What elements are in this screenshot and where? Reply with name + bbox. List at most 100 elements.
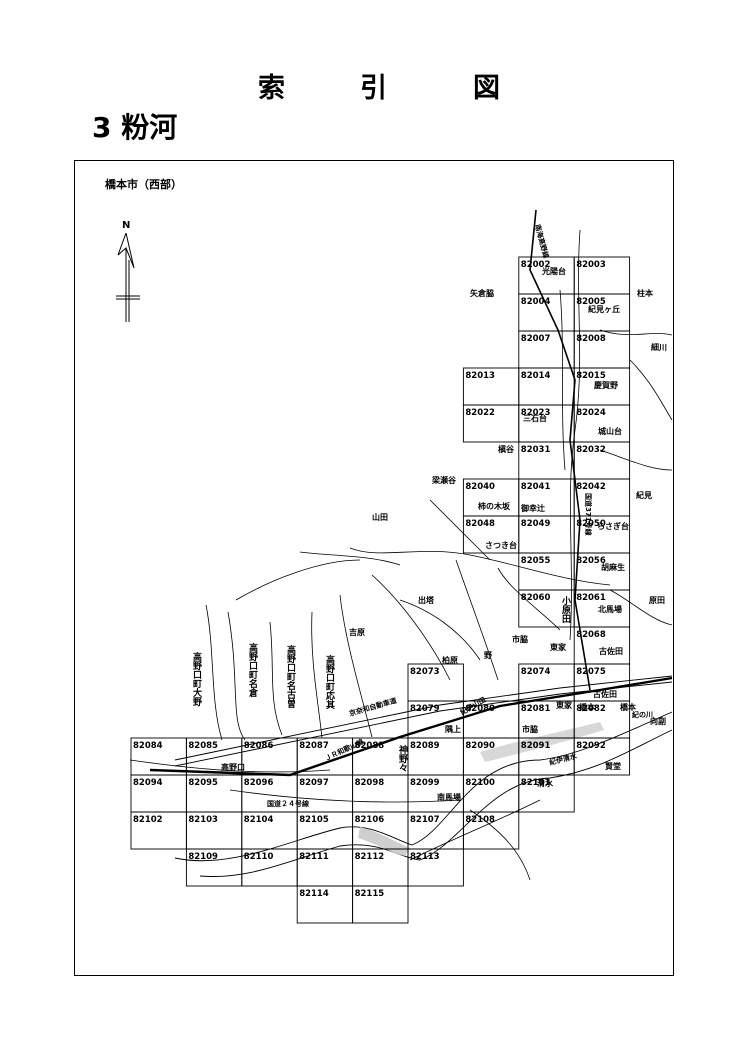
tile-code: 82080 (465, 704, 495, 714)
map-tile-82092[interactable]: 82092 (573, 737, 631, 776)
map-tile-82003[interactable]: 82003 (573, 256, 631, 295)
line-label: 国道371号線 (584, 493, 593, 536)
vertical-place-label: 高野口町名古曽 (285, 644, 296, 709)
kinokawa-river (174, 711, 673, 877)
tile-code: 82003 (576, 260, 606, 270)
tile-code: 82105 (299, 815, 329, 825)
map-tile-82032[interactable]: 82032 (573, 441, 631, 480)
place-label: 市脇 (512, 634, 528, 644)
tile-code: 82084 (133, 741, 163, 751)
tile-code: 82088 (355, 741, 385, 751)
tile-box (352, 885, 409, 924)
map-tile-82086[interactable]: 82086 (241, 737, 298, 776)
place-label: 柱本 (637, 288, 653, 298)
place-label: 山田 (372, 512, 388, 522)
place-label: 三石台 (523, 413, 547, 423)
tile-code: 82075 (576, 667, 606, 677)
tile-code: 82022 (465, 408, 495, 418)
map-tile-82014[interactable]: 82014 (518, 367, 575, 406)
place-label: らさぎ台 (597, 521, 629, 531)
map-tile-82022[interactable]: 82022 (462, 404, 520, 443)
map-tile-82023[interactable]: 82023 (518, 404, 575, 443)
map-tile-82105[interactable]: 82105 (296, 811, 354, 850)
map-tile-82098[interactable]: 82098 (352, 774, 409, 813)
map-tile-82102[interactable]: 82102 (130, 811, 187, 850)
place-label: 東家 (550, 642, 567, 652)
map-tile-82008[interactable]: 82008 (573, 330, 631, 369)
map-tile-82108[interactable]: 82108 (462, 811, 520, 850)
tile-code: 82007 (521, 334, 551, 344)
map-tile-82049[interactable]: 82049 (518, 515, 575, 554)
north-arrow-icon: N (116, 220, 140, 322)
map-tile-82004[interactable]: 82004 (518, 293, 575, 332)
place-label: 出塔 (418, 595, 435, 605)
tile-code: 82107 (410, 815, 440, 825)
tile-code: 82108 (465, 815, 495, 825)
map-tile-82109[interactable]: 82109 (185, 848, 243, 887)
tile-code: 82048 (465, 519, 495, 529)
place-label: 古佐田 (599, 646, 623, 656)
tile-code: 82115 (355, 889, 385, 899)
line-label: 南海高野線 (533, 223, 551, 259)
map-tile-82007[interactable]: 82007 (518, 330, 575, 369)
tile-code: 82085 (188, 741, 218, 751)
map-tile-82055[interactable]: 82055 (518, 552, 575, 591)
map-tile-82095[interactable]: 82095 (185, 774, 243, 813)
tile-code: 82042 (576, 482, 606, 492)
place-label: 胡麻生 (601, 562, 625, 572)
title-char-2: 引 (360, 73, 387, 104)
tile-code: 82104 (244, 815, 274, 825)
place-label: 北馬場 (598, 604, 622, 614)
place-labels: 光陽台紀見ヶ丘慶賀野三石台城山台矢倉脇柱本細川槇谷梁瀬谷柿の木坂御幸辻紀見らさぎ… (221, 266, 667, 802)
vertical-place-labels: 高野口町大野高野口町名倉高野口町名古曽高野口町応其神野々小原田 (191, 595, 572, 772)
vertical-place-label: 高野口町大野 (191, 651, 202, 707)
tile-code: 82079 (410, 704, 440, 714)
map-tile-82042[interactable]: 82042 (573, 478, 631, 517)
map-tile-82024[interactable]: 82024 (573, 404, 631, 443)
tile-box (573, 737, 631, 776)
place-label: 野 (484, 651, 492, 660)
tile-code: 82005 (576, 297, 606, 307)
map-frame (74, 160, 674, 976)
tile-code: 82023 (521, 408, 551, 418)
tile-code: 82094 (133, 778, 163, 788)
tile-box (462, 811, 520, 850)
tile-code: 82110 (244, 852, 274, 862)
place-label: 橋本 (620, 702, 636, 712)
place-label: 御幸辻 (520, 503, 545, 513)
map-tile-82094[interactable]: 82094 (130, 774, 187, 813)
tile-code: 82098 (355, 778, 385, 788)
map-tile-82115[interactable]: 82115 (352, 885, 409, 924)
map-tile-82114[interactable]: 82114 (296, 885, 354, 924)
map-tile-82031[interactable]: 82031 (518, 441, 575, 480)
title-char-3: 図 (473, 73, 500, 104)
place-label: 向副 (650, 716, 666, 726)
tile-code: 82002 (521, 260, 551, 270)
tile-code: 82106 (355, 815, 385, 825)
map-tile-82103[interactable]: 82103 (185, 811, 243, 850)
map-tile-82101[interactable]: 82101 (518, 774, 575, 813)
tile-code: 82060 (521, 593, 551, 603)
title-char-1: 索 (258, 73, 285, 104)
place-label: 柿の木坂 (478, 501, 511, 511)
tile-code: 82055 (521, 556, 551, 566)
line-label: 紀の川 (632, 710, 653, 719)
tile-code: 82087 (299, 741, 329, 751)
place-label: 市脇 (522, 724, 538, 734)
map-tile-82089[interactable]: 82089 (407, 737, 464, 776)
tile-box (407, 848, 464, 887)
tile-code: 82097 (299, 778, 329, 788)
map-tile-82100[interactable]: 82100 (462, 774, 520, 813)
map-tile-82013[interactable]: 82013 (462, 367, 520, 406)
place-label: 光陽台 (541, 266, 566, 276)
map-tile-82111[interactable]: 82111 (296, 848, 354, 887)
map-tile-82073[interactable]: 82073 (407, 663, 464, 702)
tile-code: 82095 (188, 778, 218, 788)
tile-code: 82050 (576, 519, 606, 529)
place-label: 高野口 (221, 762, 245, 772)
railway (149, 209, 673, 777)
tile-code: 82056 (576, 556, 606, 566)
map-tile-82113[interactable]: 82113 (407, 848, 464, 887)
line-label: 国道２４号線 (267, 799, 309, 808)
